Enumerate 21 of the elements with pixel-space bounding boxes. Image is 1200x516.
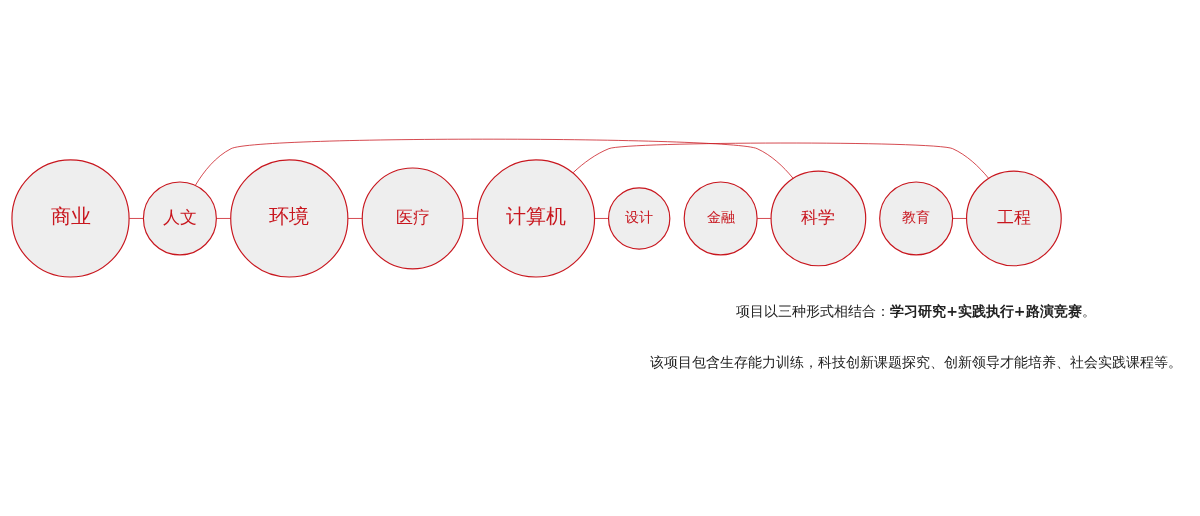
connector (756, 217, 772, 219)
connector (128, 217, 144, 219)
node-circle: 环境 (230, 158, 349, 278)
connector (952, 217, 967, 219)
connector (347, 217, 363, 219)
node-circle: 设计 (607, 186, 671, 250)
node-circle: 商业 (11, 158, 130, 278)
connector (216, 217, 232, 219)
connector (462, 217, 478, 219)
node-circle: 科学 (770, 170, 867, 266)
label: 项目以三种形式相结合：学习研究+实践执行+路演竞赛。 (735, 302, 1096, 319)
label: 该项目包含生存能力训练，科技创新课题探究、创新领导才能培养、社会实践课程等。 (650, 353, 1183, 370)
node-circle: 人文 (142, 180, 217, 255)
node-circle: 金融 (683, 180, 758, 255)
node-circle: 工程 (966, 170, 1062, 266)
node-circle: 教育 (879, 180, 954, 255)
connector (594, 217, 609, 219)
node-circle: 计算机 (476, 158, 596, 278)
connector (194, 138, 794, 186)
node-circle: 医疗 (361, 166, 464, 269)
connector (572, 142, 989, 179)
